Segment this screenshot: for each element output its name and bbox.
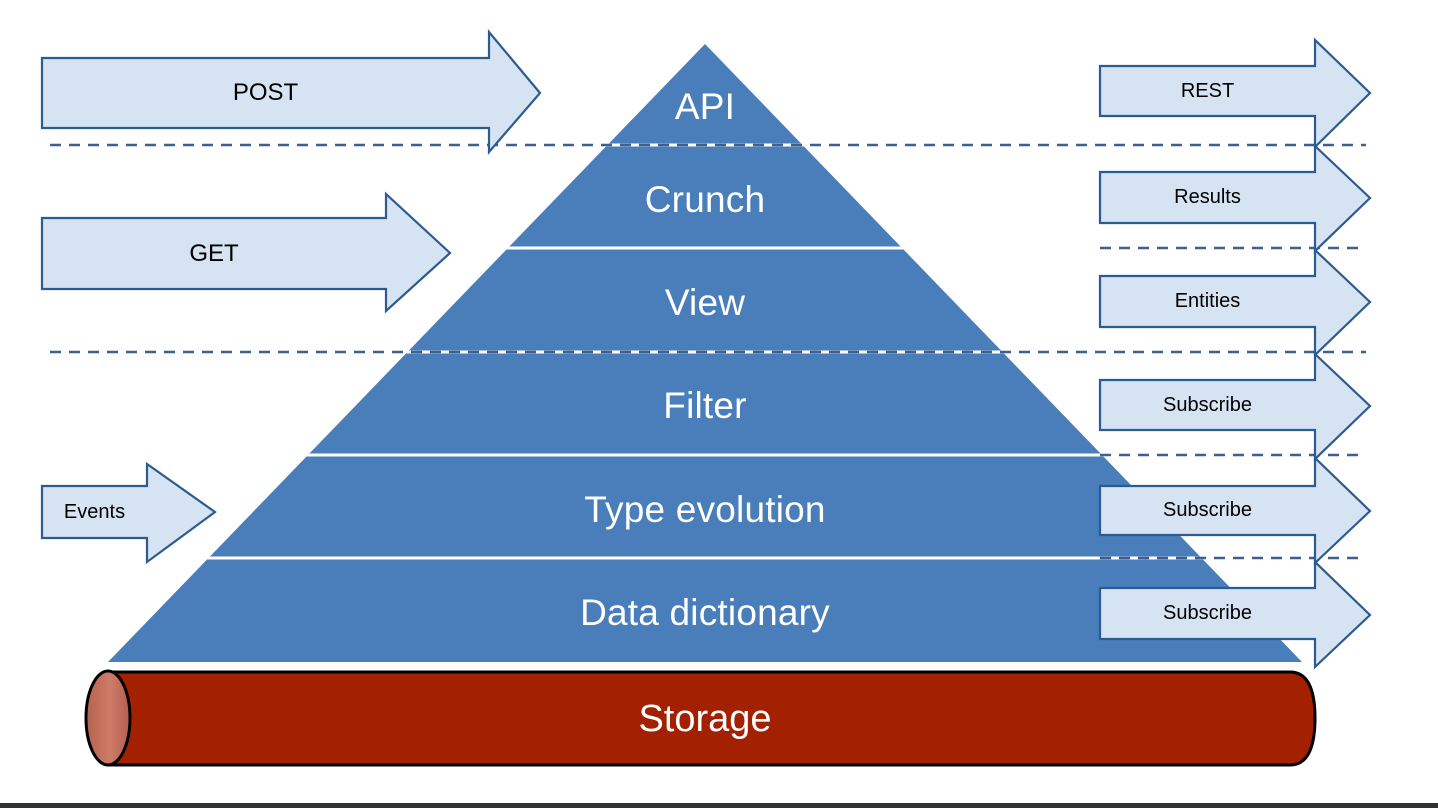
right-arrow-entities[interactable] xyxy=(1098,247,1372,358)
storage-cylinder-cap xyxy=(84,669,132,767)
bottom-divider-rule xyxy=(0,803,1438,808)
right-arrow-subscribe-filter[interactable] xyxy=(1098,351,1372,462)
left-arrow-get[interactable] xyxy=(40,191,452,314)
storage-cylinder xyxy=(84,669,1317,767)
right-arrow-rest[interactable] xyxy=(1098,37,1372,150)
dashed-separator-lines xyxy=(50,143,1366,560)
right-arrow-results[interactable] xyxy=(1098,143,1372,254)
right-arrow-subscribe-data-dictionary[interactable] xyxy=(1098,559,1372,670)
right-arrow-subscribe-type-evolution[interactable] xyxy=(1098,455,1372,566)
left-arrow-post[interactable] xyxy=(40,28,542,155)
left-arrow-events[interactable] xyxy=(40,461,217,565)
